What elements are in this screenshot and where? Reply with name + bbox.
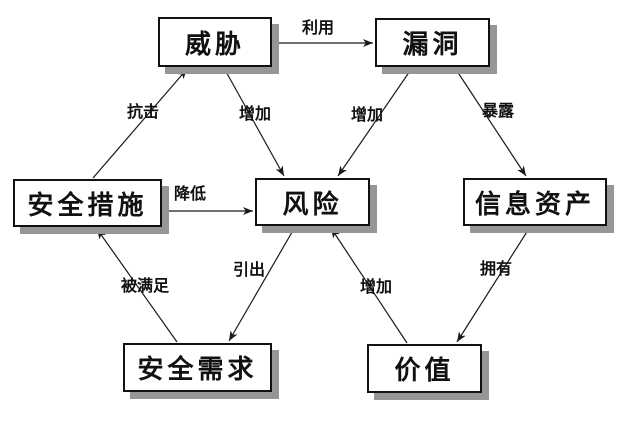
edge-security-measures-threat xyxy=(92,68,188,179)
edge-label-exploit: 利用 xyxy=(301,20,335,37)
node-value: 价值 xyxy=(367,344,482,393)
edge-threat-risk xyxy=(223,67,285,177)
node-threat: 威胁 xyxy=(158,17,272,67)
edge-label-reduce: 降低 xyxy=(173,186,207,203)
edge-vulnerability-information-assets xyxy=(454,67,527,177)
edge-risk-security-requirements xyxy=(228,226,296,342)
edge-label-resist: 抗击 xyxy=(126,104,160,121)
edge-information-assets-value xyxy=(456,226,531,343)
edge-security-requirements-security-measures xyxy=(96,228,178,343)
edge-label-lead-to: 引出 xyxy=(232,262,266,279)
edge-label-satisfied-by: 被满足 xyxy=(120,278,170,295)
edge-label-increase-vulnerability-risk: 增加 xyxy=(350,107,384,124)
node-security-requirements: 安全需求 xyxy=(123,343,272,392)
edge-label-expose: 暴露 xyxy=(481,103,515,120)
node-risk: 风险 xyxy=(255,178,370,226)
edge-label-own: 拥有 xyxy=(479,261,513,278)
node-vulnerability: 漏洞 xyxy=(375,18,490,67)
edge-label-increase-value-risk: 增加 xyxy=(359,279,393,296)
edge-value-risk xyxy=(330,227,408,344)
edge-label-increase-threat-risk: 增加 xyxy=(238,106,272,123)
edge-vulnerability-risk xyxy=(337,67,413,177)
node-security-measures: 安全措施 xyxy=(13,179,162,227)
node-information-assets: 信息资产 xyxy=(463,178,607,226)
